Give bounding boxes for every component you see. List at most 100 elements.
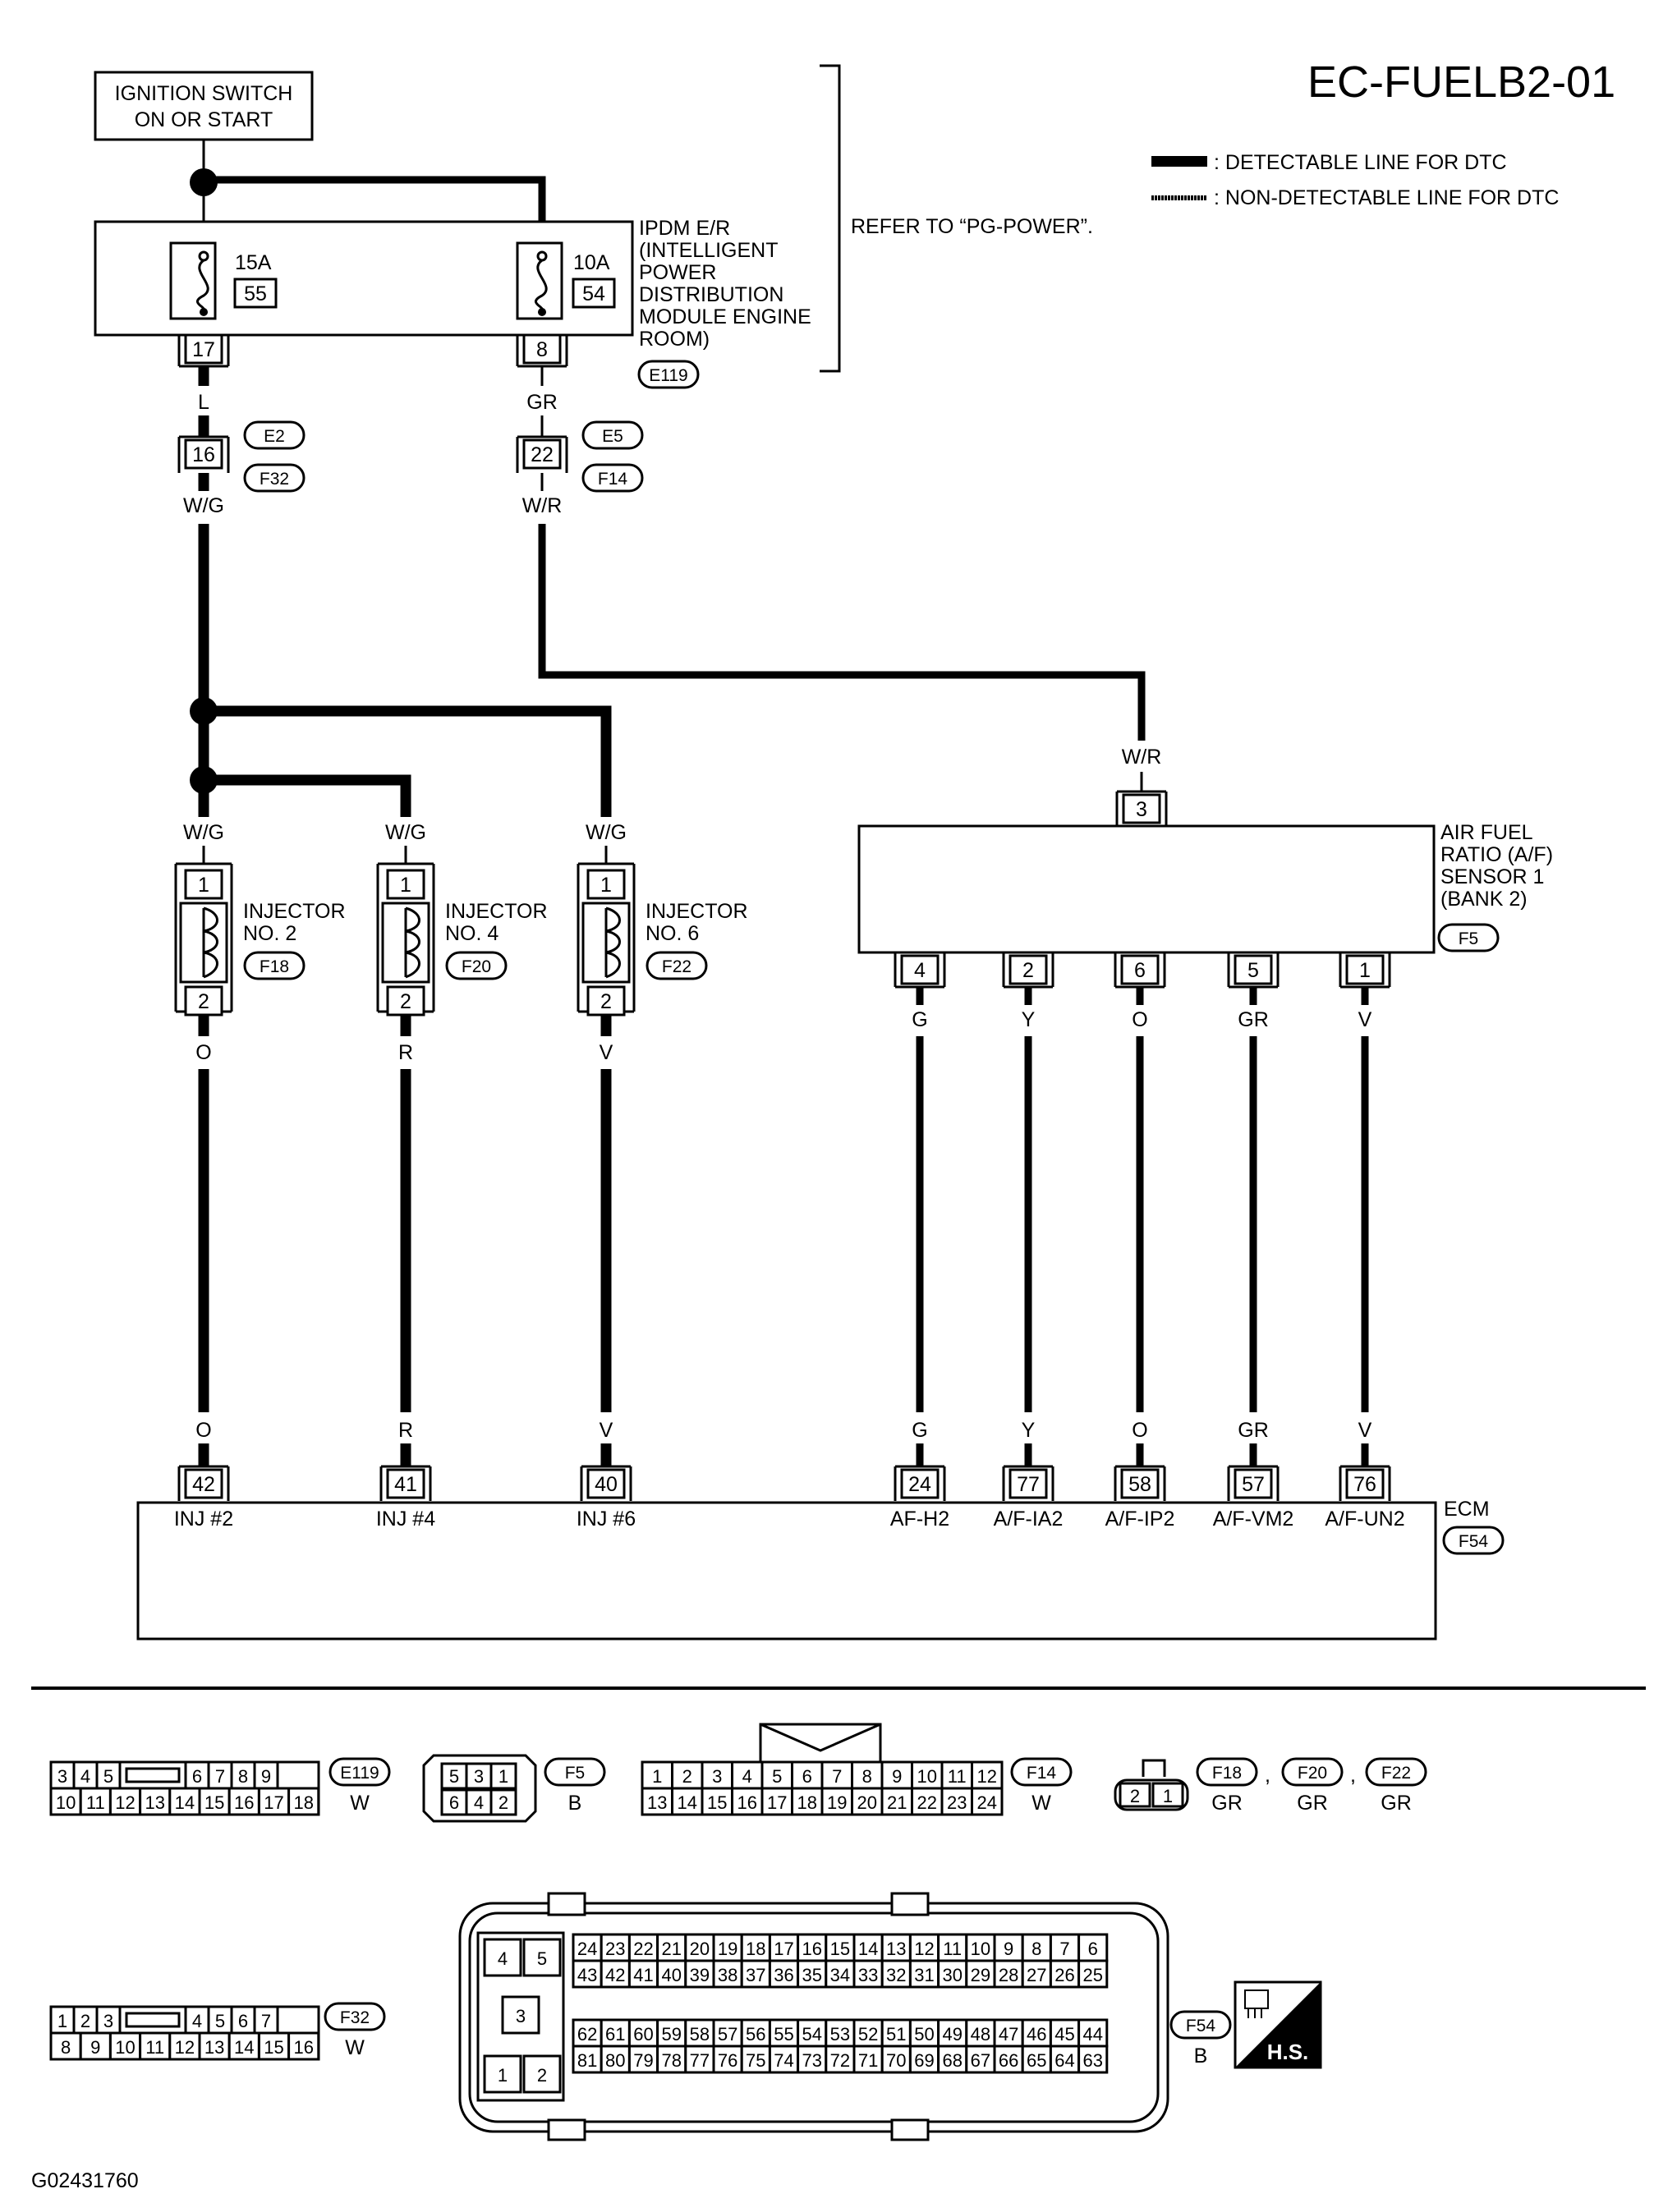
injector-connector-badge: [243, 951, 306, 980]
e119-row2-pin: 13: [145, 1792, 164, 1813]
e119-row1-cell: [253, 1760, 279, 1790]
e119-row1-cell: [207, 1760, 233, 1790]
injector-coil-icon: [404, 906, 420, 979]
ecm-pin-box: [184, 1468, 223, 1499]
f54-left-cell: [501, 1995, 540, 2035]
f54-left-cell: [522, 1938, 562, 1977]
f18-color: GR: [1211, 1792, 1243, 1815]
f54-row1-pin: 15: [830, 1939, 850, 1959]
f54-left-pin: 1: [498, 2065, 508, 2086]
pin-8-label: 8: [536, 338, 548, 361]
ecm-terminal-77: 77A/F-IA2: [994, 1465, 1064, 1531]
f54-row1-cell: [684, 1933, 715, 1962]
f32-row1-pin: 6: [238, 2011, 248, 2031]
f54-row1-pin: 11: [943, 1939, 962, 1959]
f18-id-text: F22: [1381, 1764, 1411, 1783]
f54-left-pin: 3: [516, 2006, 526, 2026]
ecm-pin-box: [386, 1468, 425, 1499]
e119-row2-pin: 14: [175, 1792, 195, 1813]
f18-id-badge: [1365, 1757, 1427, 1787]
f18-key: [1142, 1759, 1166, 1777]
f54-row4-pin: 63: [1082, 2050, 1102, 2071]
joint-16-conn-a-badge: [243, 420, 306, 450]
f54-row1-pin: 22: [633, 1939, 653, 1959]
e119-id-badge: [329, 1757, 391, 1787]
f5-housing: [422, 1754, 537, 1823]
f54-row4-pin: 77: [690, 2050, 710, 2071]
f54-row1-pin: 14: [858, 1939, 878, 1959]
f14-row2-pin: 21: [887, 1792, 907, 1813]
f54-row3-pin: 55: [774, 2024, 793, 2044]
f14-row2-cell: [971, 1787, 1004, 1816]
e119-row2-pin: 15: [204, 1792, 224, 1813]
e119-row1-pin: 9: [261, 1766, 271, 1787]
f14-row2-cell: [940, 1787, 973, 1816]
f54-row3-pin: 53: [830, 2024, 850, 2044]
fuse-10a-rating: 10A: [573, 251, 610, 274]
joint-22-conn-b-badge: [581, 463, 644, 493]
f54-row1-pin: 13: [886, 1939, 906, 1959]
wire-wr-color: W/R: [522, 494, 563, 517]
injector-connector-badge: [445, 951, 508, 980]
f14-row1-pin: 8: [862, 1766, 872, 1787]
injector-in-color: W/G: [385, 821, 426, 844]
f5-id-badge: [544, 1757, 606, 1787]
f14-row1-pin: 9: [892, 1766, 902, 1787]
f54-row2-cell: [1021, 1959, 1052, 1989]
f54-row2-cell: [768, 1959, 800, 1989]
af-label-2: RATIO (A/F): [1440, 843, 1553, 866]
f18-id-text: F20: [1298, 1764, 1327, 1783]
f5-row2-pin: 2: [499, 1792, 508, 1813]
injector-in-color: W/G: [183, 821, 224, 844]
legend-detectable-text: : DETECTABLE LINE FOR DTC: [1214, 151, 1507, 174]
ipdm-connector-id: E119: [649, 366, 688, 385]
f54-row4-cell: [852, 2044, 884, 2074]
f5-row2-cell: [489, 1788, 517, 1816]
f54-row3-pin: 48: [971, 2024, 990, 2044]
af-wire-color: G: [912, 1008, 927, 1031]
injector-out-color: O: [195, 1041, 211, 1064]
ecm-terminal-name: A/F-IA2: [994, 1508, 1064, 1531]
f54-row2-pin: 36: [774, 1965, 793, 1985]
ecm-terminal-name: INJ #4: [376, 1508, 435, 1531]
injector-pin-top: 1: [600, 874, 612, 897]
f54-row1-pin: 21: [661, 1939, 681, 1959]
e119-row2-cell: [49, 1787, 82, 1816]
f54-row4-pin: 70: [886, 2050, 906, 2071]
injector-label-2: NO. 6: [646, 922, 699, 945]
f32-row1-cell: [95, 2005, 122, 2035]
f14-row2-pin: 18: [797, 1792, 817, 1813]
f14-row1-pin: 10: [917, 1766, 937, 1787]
ecm-pin-bracket: [177, 1465, 230, 1501]
pin-17-label: 17: [192, 338, 215, 361]
f54-color: B: [1194, 2044, 1208, 2067]
f54-row2-cell: [684, 1959, 715, 1989]
f54-row3-cell: [908, 2018, 940, 2048]
injector-pin-bottom: 2: [600, 990, 612, 1013]
f54-row2-pin: 37: [746, 1965, 765, 1985]
ecm-in-color: V: [600, 1419, 613, 1442]
injector-connector-badge: [646, 951, 708, 980]
joint-16-box: [184, 438, 223, 470]
joint-22-conn-a-badge: [581, 420, 644, 450]
e119-id-text: E119: [340, 1764, 379, 1783]
pin-17-box: [184, 333, 223, 365]
f54-row2-pin: 38: [718, 1965, 737, 1985]
ipdm-label-6: ROOM): [639, 328, 710, 351]
joint-connector-16: 16 E2 F32: [177, 420, 306, 493]
f14-id-text: F14: [1027, 1764, 1057, 1783]
f14-row1-pin: 5: [772, 1766, 782, 1787]
af-wire-color: Y: [1022, 1008, 1036, 1031]
f54-row2-cell: [627, 1959, 659, 1989]
injector-frame: [577, 862, 636, 1013]
injector-label-2: NO. 4: [445, 922, 499, 945]
pin-8-box: [522, 333, 562, 365]
af-pin-box-label: 2: [1022, 959, 1034, 982]
ecm-pin: 58: [1114, 1465, 1166, 1501]
f5-row1-pin: 5: [449, 1766, 459, 1787]
f32-row2-cell: [79, 2031, 112, 2061]
injector-pin-bottom: 2: [198, 990, 209, 1013]
